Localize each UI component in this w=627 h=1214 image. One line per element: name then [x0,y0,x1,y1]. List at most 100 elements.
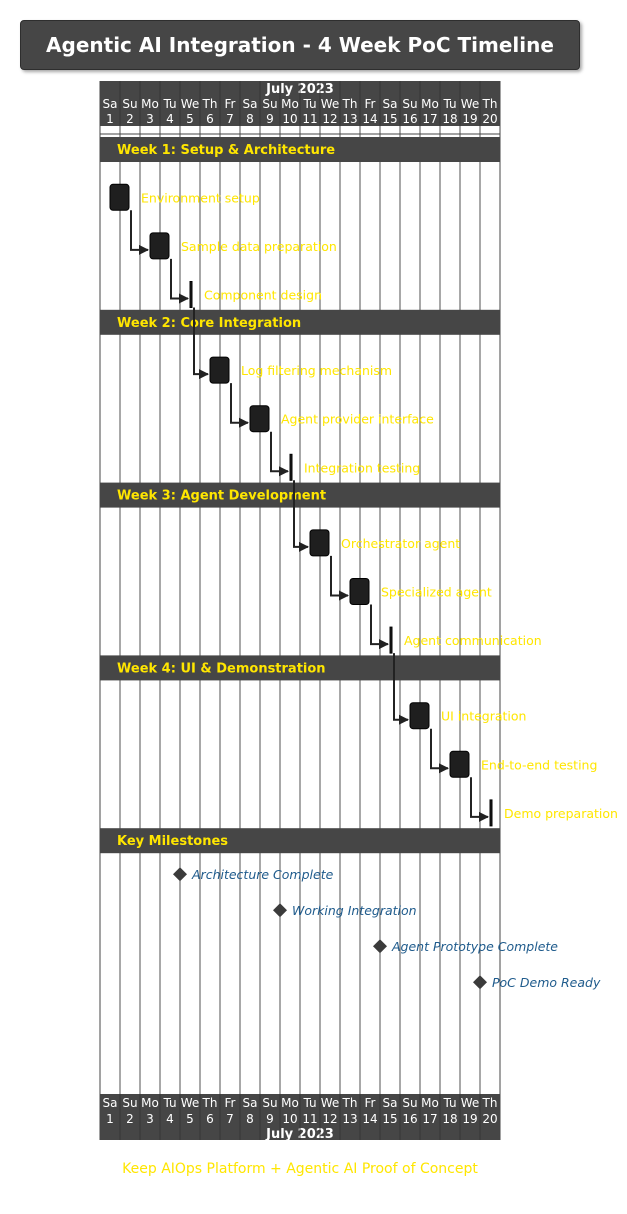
day-date-label: 12 [322,1112,337,1126]
dependency-arrow [330,555,349,601]
day-date-label: 17 [422,112,437,126]
day-of-week-label: Tu [442,97,456,111]
day-of-week-label: Mo [141,1096,159,1110]
day-date-label: 14 [362,1112,377,1126]
day-date-label: 20 [482,112,497,126]
task-bar [289,453,293,481]
day-of-week-label: Fr [365,1096,376,1110]
day-date-label: 4 [166,112,174,126]
day-date-label: 9 [266,112,274,126]
task-label: Sample data preparation [181,239,337,254]
dependency-arrow [370,604,389,650]
day-date-label: 7 [226,112,234,126]
task-label: Component design [204,288,322,303]
milestone-label: Working Integration [292,903,417,918]
day-of-week-label: Su [402,97,417,111]
day-date-label: 14 [362,112,377,126]
day-date-label: 2 [126,112,134,126]
task-label: Demo preparation [504,806,618,821]
task-bar [149,232,170,260]
day-date-label: 17 [422,1112,437,1126]
section-label: Week 4: UI & Demonstration [117,661,326,676]
day-of-week-label: Th [202,97,218,111]
day-of-week-label: Tu [162,97,176,111]
day-of-week-label: We [181,1096,200,1110]
day-date-label: 18 [442,1112,457,1126]
task-label: Log filtering mechanism [241,363,392,378]
day-date-label: 7 [226,1112,234,1126]
milestone-label: Architecture Complete [191,867,334,882]
day-of-week-label: Su [262,1096,277,1110]
day-of-week-label: We [461,1096,480,1110]
day-date-label: 3 [146,1112,154,1126]
day-of-week-label: Mo [421,97,439,111]
day-date-label: 18 [442,112,457,126]
dependency-arrow [230,383,249,428]
milestone-marker [173,867,187,882]
milestone-label: Agent Prototype Complete [391,939,558,954]
section-label: Week 1: Setup & Architecture [117,143,335,158]
day-of-week-label: Sa [243,1096,258,1110]
day-date-label: 8 [246,112,254,126]
day-date-label: 5 [186,1112,194,1126]
day-date-label: 16 [402,1112,417,1126]
task-bar [109,183,130,211]
section-header [100,137,500,162]
day-date-label: 15 [382,1112,397,1126]
day-date-label: 3 [146,112,154,126]
day-date-label: 15 [382,112,397,126]
task-label: Agent communication [404,633,542,648]
dependency-arrow [193,307,209,380]
task-bar [189,281,193,308]
section-label: Week 3: Agent Development [117,489,326,504]
day-of-week-label: Sa [103,1096,118,1110]
day-of-week-label: Mo [421,1096,439,1110]
day-of-week-label: Sa [383,1096,398,1110]
task-bar [309,529,330,557]
day-date-label: 13 [342,112,357,126]
section-label: Key Milestones [117,834,228,849]
day-of-week-label: Th [482,97,498,111]
day-of-week-label: Th [202,1096,218,1110]
task-label: Environment setup [141,190,260,205]
day-date-label: 11 [302,1112,317,1126]
day-of-week-label: We [321,97,340,111]
day-of-week-label: Mo [141,97,159,111]
day-of-week-label: Fr [225,97,236,111]
day-date-label: 1 [106,112,114,126]
day-of-week-label: We [461,97,480,111]
task-label: Orchestrator agent [341,536,460,551]
day-of-week-label: Mo [281,1096,299,1110]
day-date-label: 10 [282,1112,297,1126]
dependency-arrow [293,480,309,552]
task-bar [449,750,470,778]
task-bar [209,356,230,384]
task-bar [489,799,493,827]
day-of-week-label: We [181,97,200,111]
dependency-arrow [430,728,449,774]
day-date-label: 19 [462,112,477,126]
day-date-label: 6 [206,112,214,126]
milestone-marker [273,903,287,918]
day-of-week-label: Th [342,97,358,111]
dependency-arrow [393,653,409,725]
day-of-week-label: Su [122,97,137,111]
footer-caption: Keep AIOps Platform + Agentic AI Proof o… [122,1161,478,1177]
day-of-week-label: Tu [162,1096,176,1110]
dependency-arrow [130,210,149,255]
day-of-week-label: We [321,1096,340,1110]
day-date-label: 4 [166,1112,174,1126]
task-bar [409,702,430,730]
task-bar [249,405,270,433]
task-bar [389,626,393,654]
day-of-week-label: Th [482,1096,498,1110]
task-bar [349,578,370,605]
day-of-week-label: Fr [365,97,376,111]
day-date-label: 10 [282,112,297,126]
task-label: Agent provider interface [281,412,434,427]
section-header [100,482,500,508]
day-of-week-label: Tu [302,97,316,111]
day-of-week-label: Fr [225,1096,236,1110]
day-of-week-label: Tu [442,1096,456,1110]
